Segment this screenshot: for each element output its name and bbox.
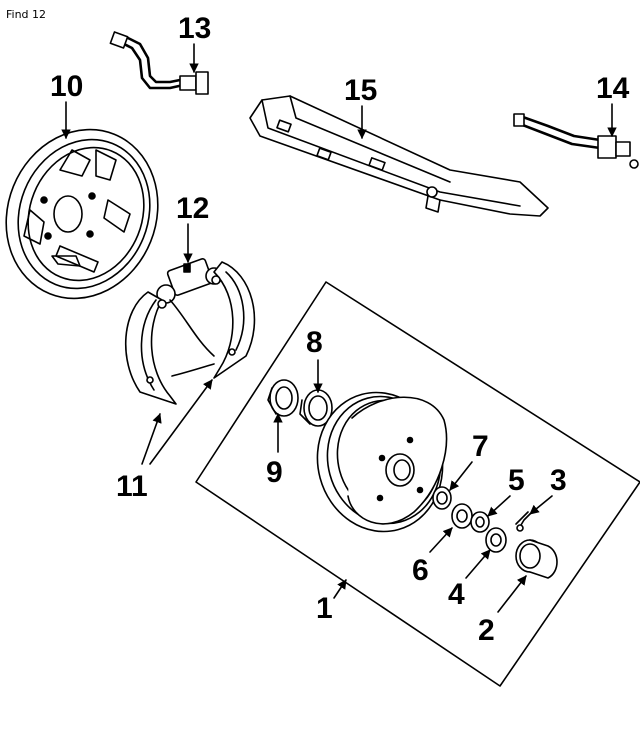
part-14-brake-hose: [513, 113, 639, 169]
callout-5: 5: [508, 464, 525, 497]
part-1-assembly-box: [195, 281, 640, 687]
callout-9: 9: [266, 456, 283, 489]
part-10-backing-plate: [5, 128, 159, 300]
part-15-axle-beam: [249, 95, 549, 217]
callout-11: 11: [116, 470, 148, 503]
part-7-outer-bearing: [432, 486, 452, 510]
callout-6: 6: [412, 554, 429, 587]
callout-13: 13: [178, 12, 211, 45]
callout-12: 12: [176, 192, 209, 225]
part-4-lock-cap: [485, 527, 507, 553]
callout-15: 15: [344, 74, 377, 107]
part-2-dust-cap: [515, 539, 558, 579]
part-6-washer: [451, 503, 473, 529]
find-label: Find 12: [6, 8, 47, 21]
callout-10: 10: [50, 70, 83, 103]
part-13-brake-hose: [109, 31, 209, 95]
callout-3: 3: [550, 464, 567, 497]
part-11-brake-shoes: [124, 261, 256, 405]
callout-7: 7: [472, 430, 489, 463]
callout-8: 8: [306, 326, 323, 359]
part-9-oil-seal: [267, 379, 299, 417]
part-3-cotter-pin: [515, 511, 531, 532]
callout-14: 14: [596, 72, 630, 105]
part-5-nut: [470, 511, 490, 533]
callout-2: 2: [478, 614, 495, 647]
part-8-inner-bearing: [299, 389, 333, 427]
callout-4: 4: [448, 578, 465, 611]
callout-1: 1: [316, 592, 333, 625]
brake-drum: [316, 391, 448, 533]
